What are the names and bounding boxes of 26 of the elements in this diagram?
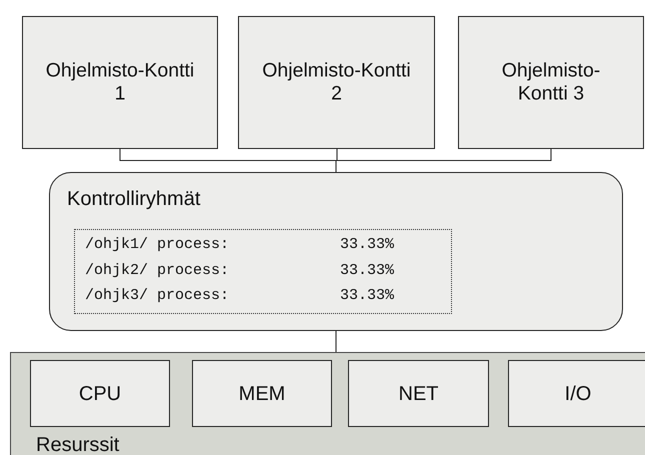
resource-box [508,360,645,427]
resource-label: CPU [78,382,122,406]
container-box [458,16,644,149]
process-path: /ohjk2/ process: [85,262,230,280]
resource-label: MEM [238,382,286,406]
resource-label: NET [398,382,440,406]
connector-line [336,148,552,172]
container-label: Ohjelmisto-Kontti 2 [261,59,412,106]
process-path: /ohjk3/ process: [85,287,230,305]
group-title: Kontrolliryhmät [67,187,200,211]
container-box [238,16,435,149]
percentage-value: 33.33% [340,262,394,280]
container-box [22,16,218,149]
container-label: Ohjelmisto-Kontti 3 [500,59,602,106]
resource-label: I/O [564,382,592,406]
band-label: Resurssit [36,433,120,455]
percentage-value: 33.33% [340,287,394,305]
container-label: Ohjelmisto-Kontti 1 [44,59,196,106]
group-panel [49,172,623,331]
resource-box [30,360,170,427]
percentage-value: 33.33% [340,236,394,254]
process-table [74,229,452,314]
resource-box [348,360,489,427]
resource-box [192,360,332,427]
process-path: /ohjk1/ process: [85,236,230,254]
resource-band [10,352,645,455]
